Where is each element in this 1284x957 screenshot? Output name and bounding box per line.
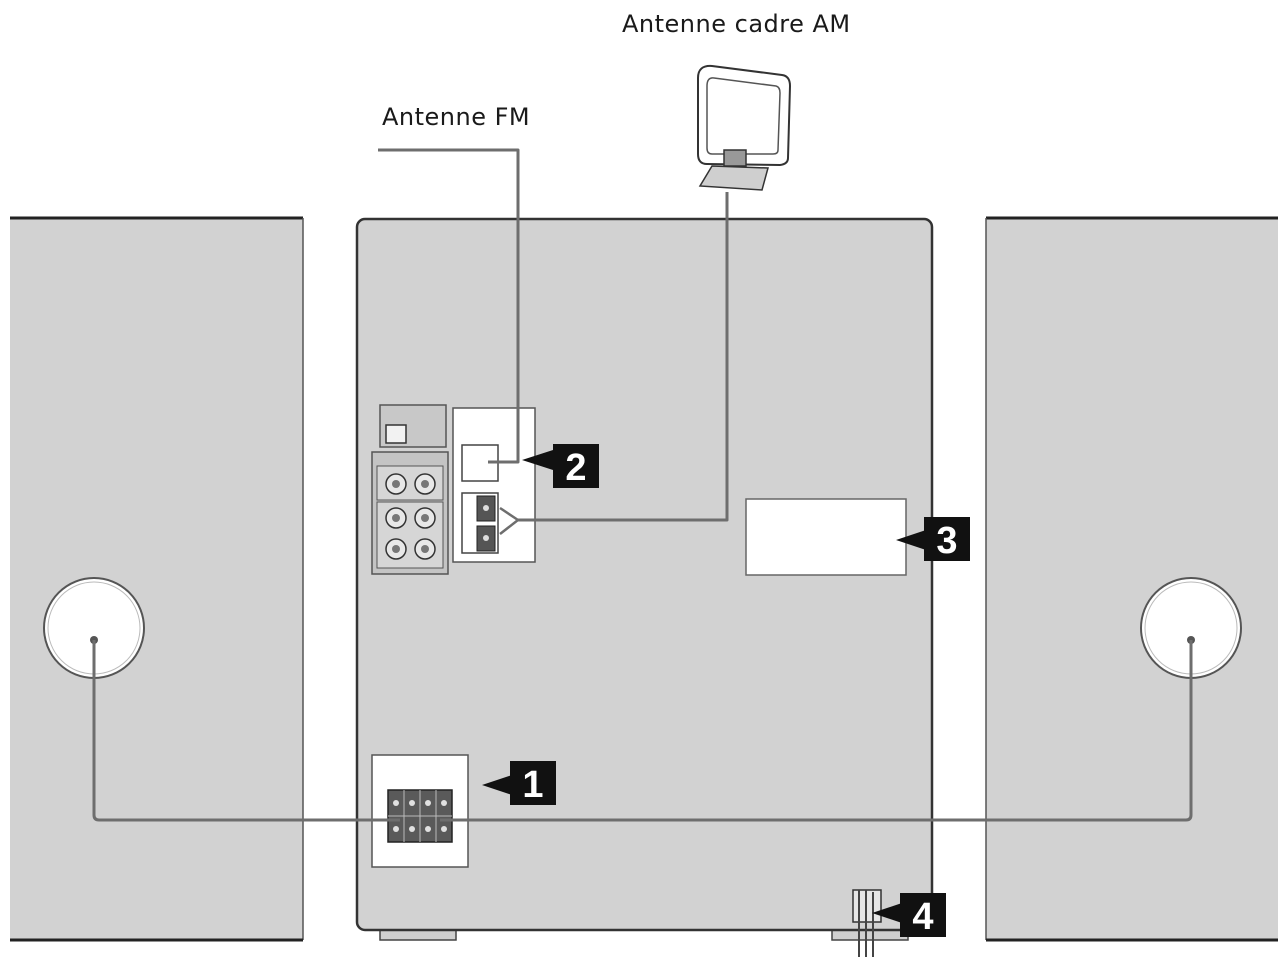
left-speaker-wire xyxy=(92,640,400,822)
right-speaker-wire xyxy=(440,640,1193,822)
callout-3-number: 3 xyxy=(936,520,957,562)
power-cord-outlet xyxy=(852,889,882,957)
right-speaker xyxy=(985,216,1278,942)
fm-antenna-label: Antenne FM xyxy=(382,103,530,131)
main-unit xyxy=(355,217,934,957)
callout-4-number: 4 xyxy=(912,896,933,938)
callout-1: 1 xyxy=(482,761,556,806)
callout-4: 4 xyxy=(872,893,946,938)
fm-antenna-wire xyxy=(378,148,520,464)
input-jack-panel xyxy=(371,404,449,575)
callout-1-number: 1 xyxy=(522,764,543,806)
cables xyxy=(92,148,1193,822)
antenna-terminal-panel xyxy=(452,407,536,563)
callout-2-number: 2 xyxy=(565,447,586,489)
am-antenna-label: Antenne cadre AM xyxy=(622,10,851,38)
rating-label-area xyxy=(745,498,907,576)
left-speaker xyxy=(10,216,304,942)
speaker-terminal-panel xyxy=(371,754,469,868)
callout-2: 2 xyxy=(522,444,599,489)
am-antenna-wire xyxy=(518,192,729,522)
am-loop-antenna xyxy=(697,64,792,191)
callout-3: 3 xyxy=(896,517,970,562)
